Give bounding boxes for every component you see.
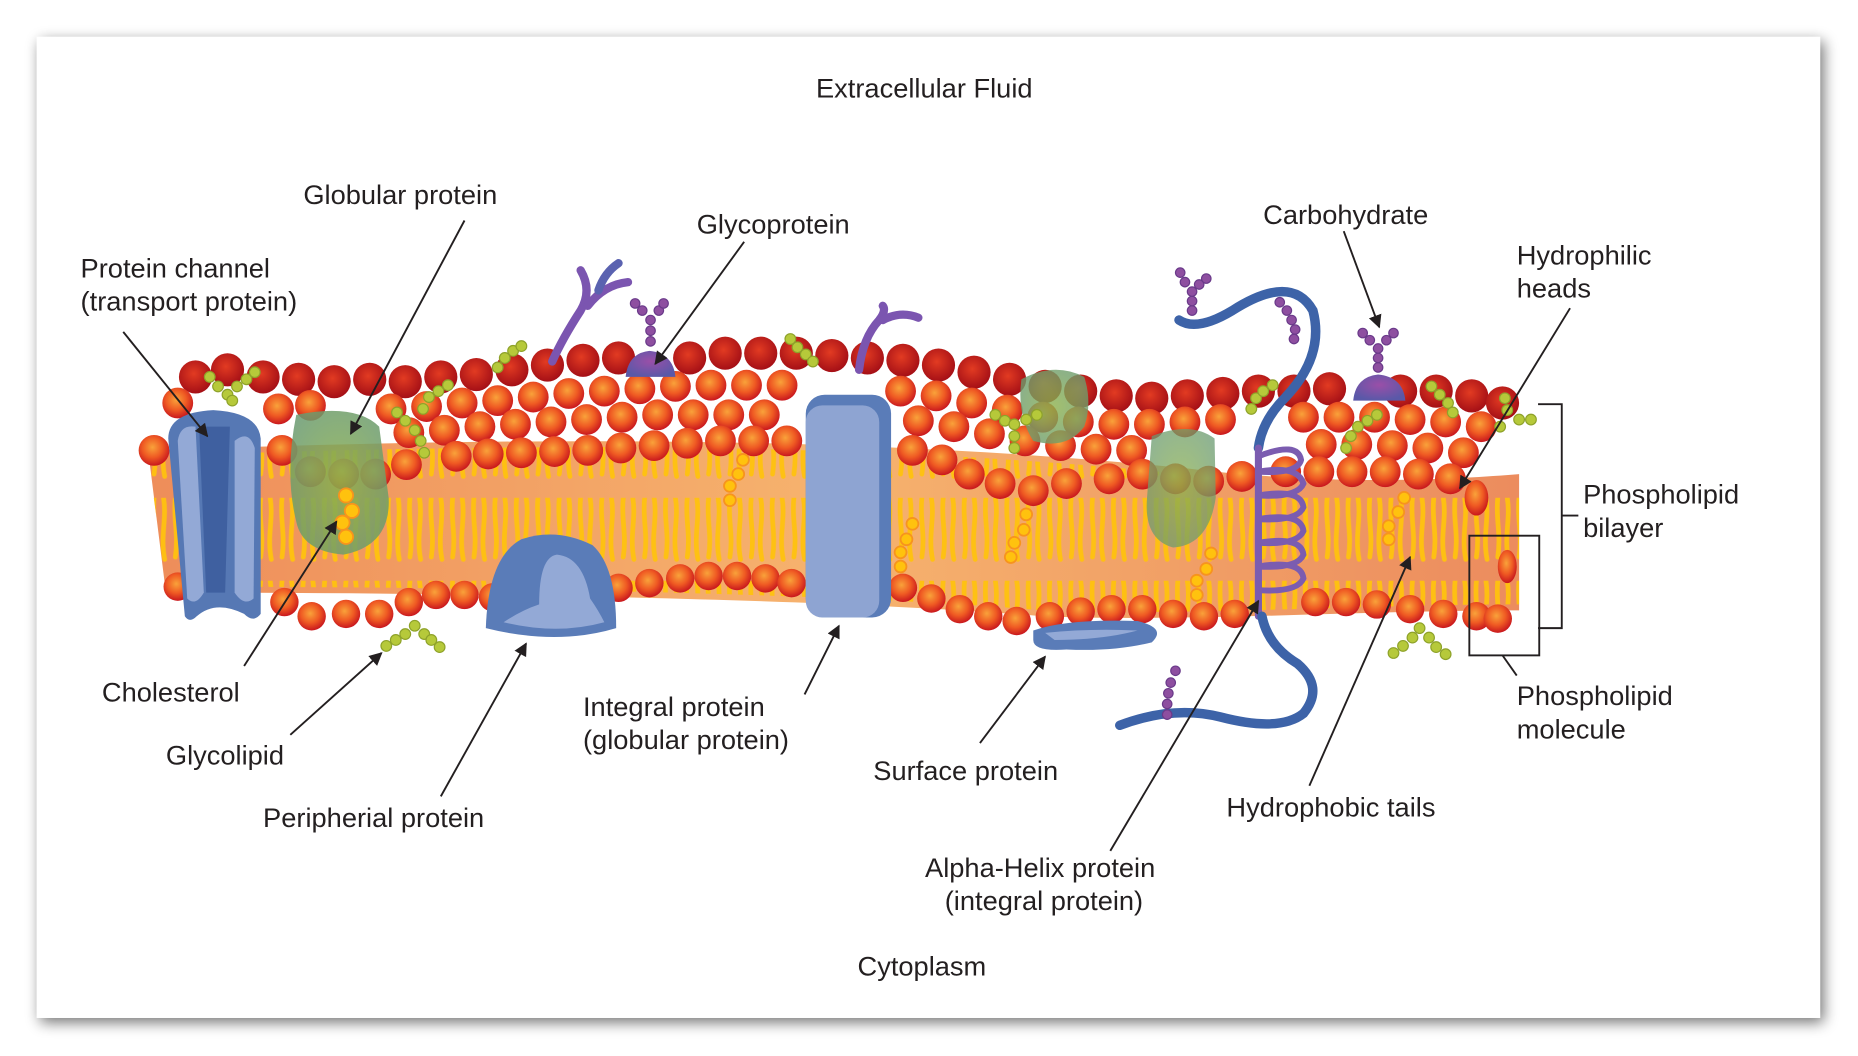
surface-protein-label: Surface protein	[873, 755, 1058, 786]
hydrophilic-heads-label: Hydrophilic heads	[1517, 239, 1659, 303]
globular-protein-right-2	[1146, 429, 1216, 548]
integral-protein-label: Integral protein (globular protein)	[583, 691, 789, 755]
alpha-helix-protein	[1115, 287, 1321, 731]
carbohydrate-label: Carbohydrate	[1263, 199, 1428, 230]
peripheral-protein-label: Peripherial protein	[263, 802, 484, 833]
globular-protein-right	[1020, 369, 1089, 444]
cytoplasm-label: Cytoplasm	[858, 950, 987, 981]
carbohydrate-chains	[1161, 267, 1301, 720]
glycolipid	[203, 333, 1537, 661]
phospholipid-bilayer-label: Phospholipid bilayer	[1583, 479, 1747, 543]
phospholipid-molecule-label: Phospholipid molecule	[1517, 680, 1681, 744]
hydrophobic-tails-label: Hydrophobic tails	[1226, 792, 1435, 823]
cholesterol-label: Cholesterol	[102, 677, 240, 708]
bottom-heads	[163, 549, 1517, 636]
globular-protein-label: Globular protein	[303, 179, 497, 210]
peripheral-protein	[485, 534, 617, 638]
leader-lines	[122, 220, 1579, 852]
extracellular-fluid-label: Extracellular Fluid	[816, 72, 1033, 103]
surface-protein	[1033, 620, 1158, 650]
protein-channel	[168, 410, 261, 620]
alpha-helix-protein-label: Alpha-Helix protein (integral protein)	[925, 852, 1163, 916]
glycolipid-label: Glycolipid	[166, 739, 284, 770]
labels: Protein channel (transport protein) Glob…	[81, 179, 1747, 916]
integral-protein	[805, 394, 892, 618]
globular-protein	[290, 410, 389, 555]
glycoprotein-label: Glycoprotein	[697, 209, 850, 240]
glycoprotein-antenna	[548, 259, 923, 374]
cholesterol	[334, 453, 1411, 602]
protein-channel-label: Protein channel (transport protein)	[81, 252, 298, 316]
carbohydrate	[1353, 327, 1406, 401]
